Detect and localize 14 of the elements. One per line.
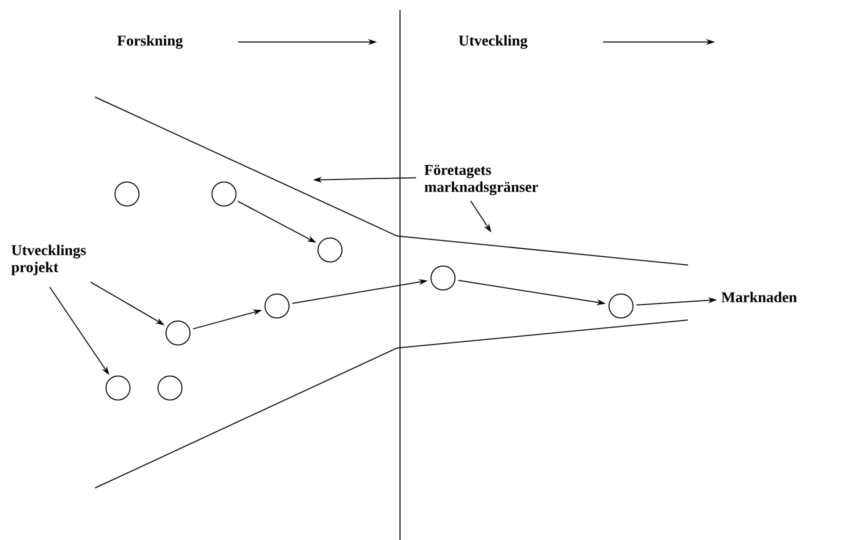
circle <box>318 238 342 262</box>
text-label: Forskning <box>117 35 183 49</box>
circle <box>166 320 190 346</box>
circle <box>430 266 456 290</box>
text-label: Utveckling <box>458 35 528 49</box>
circle <box>264 294 290 318</box>
circle <box>608 294 634 318</box>
circle <box>114 182 140 206</box>
text-label: Marknaden <box>721 292 797 302</box>
text-label: Utvecklings projekt <box>11 244 86 276</box>
text-label: Företagets marknadsgränser <box>424 164 538 196</box>
circle <box>212 182 236 206</box>
circle <box>158 376 182 400</box>
circle <box>106 376 130 400</box>
